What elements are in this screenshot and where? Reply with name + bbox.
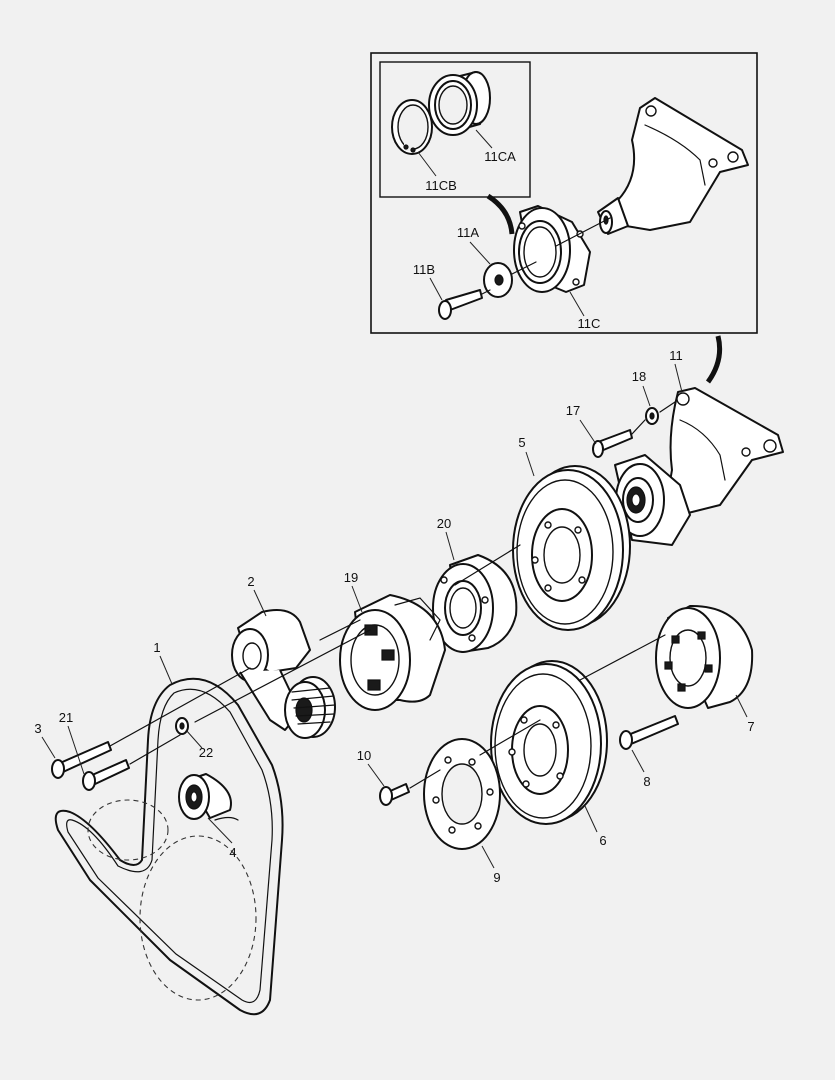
callout-8: 8 xyxy=(643,774,650,789)
callout-3: 3 xyxy=(34,721,41,736)
bolt-3 xyxy=(51,741,112,779)
bolt-17 xyxy=(592,401,676,458)
callout-17: 17 xyxy=(566,403,580,418)
bolt-8 xyxy=(619,715,679,750)
callout-1: 1 xyxy=(153,640,160,655)
washer-11a xyxy=(483,262,513,298)
bolt-10 xyxy=(379,783,410,806)
callout-19: 19 xyxy=(344,570,358,585)
tensioner-2 xyxy=(231,609,336,739)
callout-21: 21 xyxy=(59,710,73,725)
callout-11c: 11C xyxy=(578,316,601,331)
callout-11: 11 xyxy=(669,348,683,363)
idler-pulley-4 xyxy=(178,773,232,820)
callout-11cb: 11CB xyxy=(425,178,457,193)
callout-5: 5 xyxy=(518,435,525,450)
callout-9: 9 xyxy=(493,870,500,885)
bolt-21 xyxy=(82,759,130,791)
bracket-11 xyxy=(614,387,784,546)
inset-axis-lines xyxy=(481,193,723,384)
callout-2: 2 xyxy=(247,574,254,589)
snap-ring-11cb xyxy=(391,99,433,155)
callout-6: 6 xyxy=(599,833,606,848)
washer-18 xyxy=(645,407,659,425)
callout-7: 7 xyxy=(747,719,754,734)
coupler-19 xyxy=(339,594,446,711)
bolt-11b xyxy=(438,289,483,320)
drive-belt-1 xyxy=(54,677,284,1016)
assembly-axis-lines xyxy=(109,544,666,821)
callout-18: 18 xyxy=(632,369,646,384)
hidden-pulley-outlines xyxy=(87,799,257,1001)
callout-4: 4 xyxy=(229,845,236,860)
pulley-6 xyxy=(490,660,608,825)
callout-11b: 11B xyxy=(413,262,435,277)
bearing-housing-11c xyxy=(513,205,591,293)
pulley-5 xyxy=(512,465,631,631)
callout-20: 20 xyxy=(437,516,451,531)
callout-22: 22 xyxy=(199,745,213,760)
washer-22 xyxy=(175,717,189,735)
plate-9 xyxy=(423,738,501,850)
callout-10: 10 xyxy=(357,748,371,763)
callout-11ca: 11CA xyxy=(484,149,516,164)
spacer-20 xyxy=(432,554,518,653)
damper-7 xyxy=(655,604,754,709)
callout-leaders xyxy=(41,129,748,869)
bearing-11ca xyxy=(428,71,491,136)
callout-11a: 11A xyxy=(457,225,479,240)
bracket-housing-inset xyxy=(597,97,749,235)
